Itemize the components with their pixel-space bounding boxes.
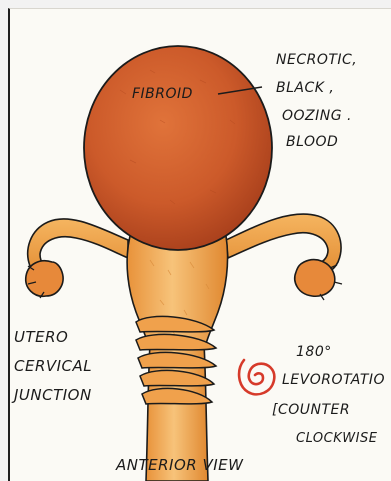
utero-cervical-line-1: UTERO — [14, 328, 68, 346]
left-fallopian-tube — [26, 219, 128, 298]
right-ovary — [295, 260, 335, 297]
necrotic-line-1: NECROTIC, — [276, 52, 357, 68]
utero-cervical-line-3: JUNCTION — [11, 386, 92, 404]
fibroid — [84, 46, 272, 250]
rotation-degrees: 180° — [296, 344, 332, 360]
rotation-clockwise: CLOCKWISE — [296, 431, 378, 446]
necrotic-line-2: BLACK , — [276, 80, 334, 96]
rotation-counter: [COUNTER — [272, 402, 350, 418]
necrotic-line-4: BLOOD — [286, 134, 338, 150]
necrotic-note: NECROTIC, BLACK , OOZING . BLOOD — [276, 52, 357, 150]
utero-cervical-line-2: CERVICAL — [14, 357, 92, 375]
counter-clockwise-spiral-icon — [239, 360, 274, 394]
rotation-direction: LEVOROTATIO — [282, 372, 385, 388]
fibroid-label: FIBROID — [132, 86, 193, 102]
left-ovary — [26, 261, 63, 296]
necrotic-line-3: OOZING . — [282, 108, 352, 124]
rotation-note: 180° LEVOROTATIO [COUNTER CLOCKWISE — [272, 344, 385, 446]
view-caption: ANTERIOR VIEW — [115, 456, 244, 474]
right-fallopian-tube — [226, 214, 342, 300]
utero-cervical-junction-label: UTERO CERVICAL JUNCTION — [11, 328, 92, 404]
